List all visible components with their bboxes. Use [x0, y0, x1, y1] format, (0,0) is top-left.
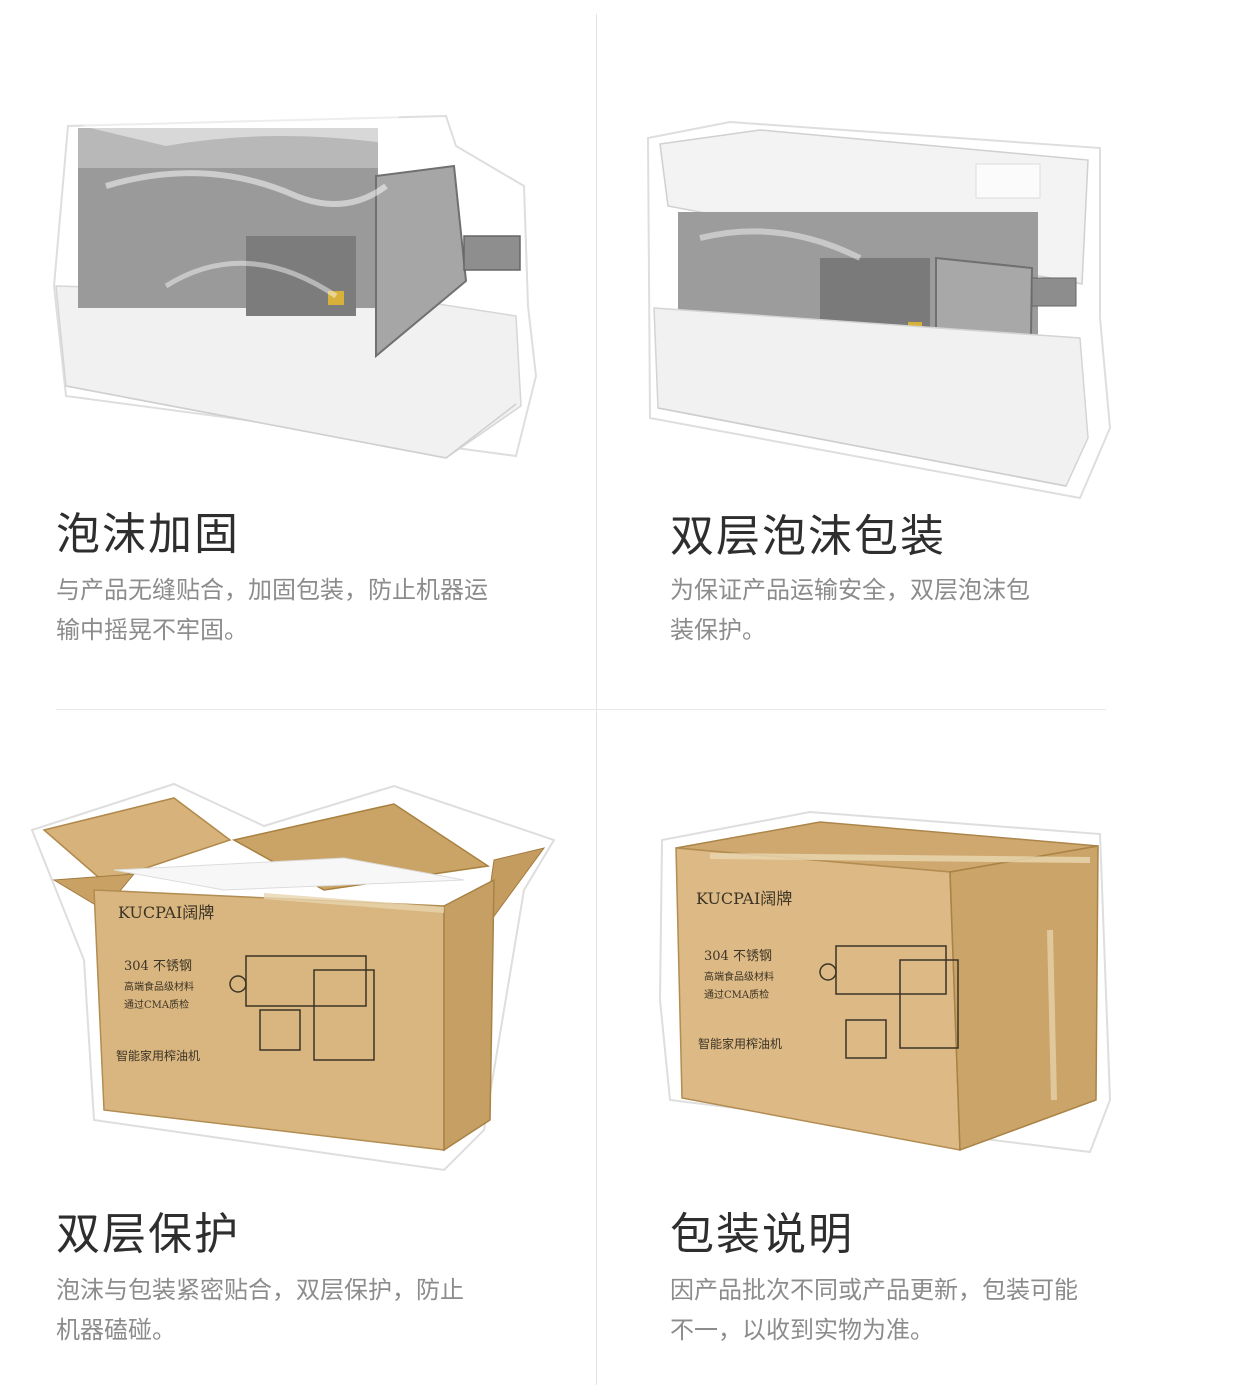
carton-spec-text: 通过CMA质检	[704, 988, 769, 1001]
carton-brand-text: KUCPAI阔牌	[118, 903, 214, 922]
closed-carton-illustration: KUCPAI阔牌 304 不锈钢 高端食品级材料 通过CMA质检 智能家用榨油机	[658, 810, 1112, 1154]
feature-title: 双层保护	[56, 1209, 240, 1260]
vertical-divider	[596, 14, 597, 1385]
carton-product-text: 智能家用榨油机	[116, 1048, 200, 1063]
feature-description: 泡沫与包装紧密贴合，双层保护，防止机器磕碰。	[56, 1276, 464, 1344]
feature-title: 泡沫加固	[56, 509, 240, 560]
carton-spec-text: 高端食品级材料	[124, 980, 194, 993]
carton-spec-text: 通过CMA质检	[124, 998, 189, 1011]
feature-title: 双层泡沫包装	[670, 511, 946, 562]
feature-description: 与产品无缝贴合，加固包装，防止机器运输中摇晃不牢固。	[56, 576, 488, 644]
feature-description: 为保证产品运输安全，双层泡沫包装保护。	[670, 576, 1030, 644]
feature-description: 因产品批次不同或产品更新，包装可能不一，以收到实物为准。	[670, 1276, 1078, 1344]
carton-product-text: 智能家用榨油机	[698, 1036, 782, 1051]
carton-spec-text: 高端食品级材料	[704, 970, 774, 983]
carton-spec-text: 304 不锈钢	[704, 949, 772, 964]
carton-spec-text: 304 不锈钢	[124, 959, 192, 974]
machine-in-foam-illustration	[52, 101, 538, 459]
machine-between-foam-illustration	[646, 120, 1112, 500]
open-carton-illustration: KUCPAI阔牌 304 不锈钢 高端食品级材料 通过CMA质检 智能家用榨油机	[30, 782, 556, 1172]
horizontal-divider	[56, 709, 1106, 710]
carton-brand-text: KUCPAI阔牌	[696, 889, 792, 908]
feature-title: 包装说明	[670, 1209, 854, 1260]
